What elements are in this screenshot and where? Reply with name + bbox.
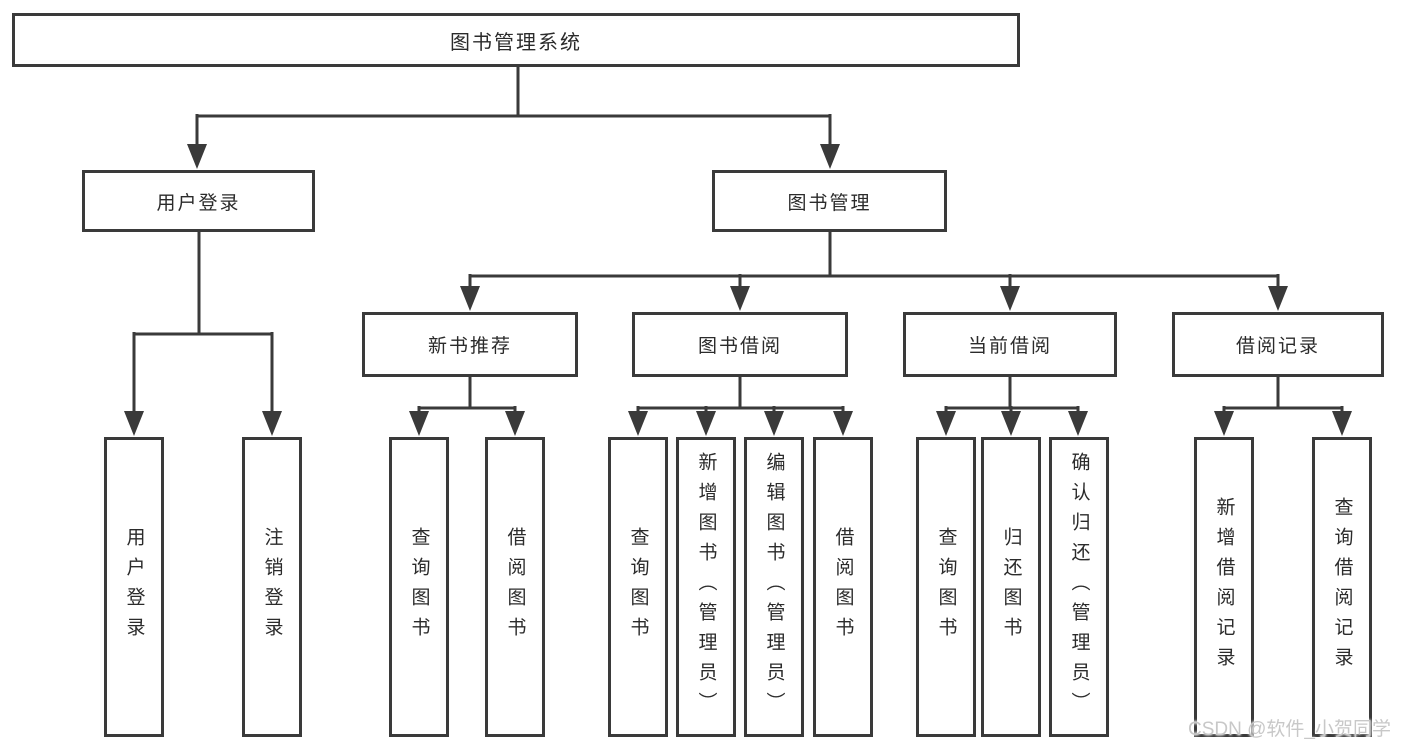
leaf-borrow-book-borrow: 借阅图书: [813, 437, 873, 737]
leaf-query-book-borrow: 查询图书: [608, 437, 668, 737]
leaf-borrow-book-recommend: 借阅图书: [485, 437, 545, 737]
arrowheads: [124, 144, 1352, 436]
arrow-down-icon: [936, 411, 956, 436]
arrow-down-icon: [262, 411, 282, 436]
node-book-borrow: 图书借阅: [632, 312, 848, 377]
csdn-watermark: CSDN @软件_小贺同学: [1188, 719, 1391, 740]
node-new-book-recommend: 新书推荐: [362, 312, 578, 377]
leaf-query-borrow-record: 查询借阅记录: [1312, 437, 1372, 737]
arrow-down-icon: [730, 286, 750, 311]
leaf-confirm-return-admin: 确认归还（管理员）: [1049, 437, 1109, 737]
leaf-add-borrow-record: 新增借阅记录: [1194, 437, 1254, 737]
arrow-down-icon: [505, 411, 525, 436]
leaf-return-book: 归还图书: [981, 437, 1041, 737]
node-user-login: 用户登录: [82, 170, 315, 232]
arrow-down-icon: [1214, 411, 1234, 436]
arrow-down-icon: [1268, 286, 1288, 311]
arrow-down-icon: [460, 286, 480, 311]
leaf-edit-book-admin: 编辑图书（管理员）: [744, 437, 804, 737]
arrow-down-icon: [1000, 286, 1020, 311]
arrow-down-icon: [1001, 411, 1021, 436]
arrow-down-icon: [820, 144, 840, 169]
arrow-down-icon: [1068, 411, 1088, 436]
arrow-down-icon: [833, 411, 853, 436]
connector-lines: [132, 67, 1344, 413]
arrow-down-icon: [187, 144, 207, 169]
arrow-down-icon: [764, 411, 784, 436]
leaf-logout-login: 注销登录: [242, 437, 302, 737]
arrow-down-icon: [628, 411, 648, 436]
node-borrow-record: 借阅记录: [1172, 312, 1384, 377]
arrow-down-icon: [696, 411, 716, 436]
arrow-down-icon: [124, 411, 144, 436]
arrow-down-icon: [1332, 411, 1352, 436]
leaf-user-login: 用户登录: [104, 437, 164, 737]
leaf-query-book-recommend: 查询图书: [389, 437, 449, 737]
node-book-management: 图书管理: [712, 170, 947, 232]
node-library-management-system: 图书管理系统: [12, 13, 1020, 67]
leaf-add-book-admin: 新增图书（管理员）: [676, 437, 736, 737]
node-current-borrow: 当前借阅: [903, 312, 1117, 377]
arrow-down-icon: [409, 411, 429, 436]
leaf-query-book-current: 查询图书: [916, 437, 976, 737]
